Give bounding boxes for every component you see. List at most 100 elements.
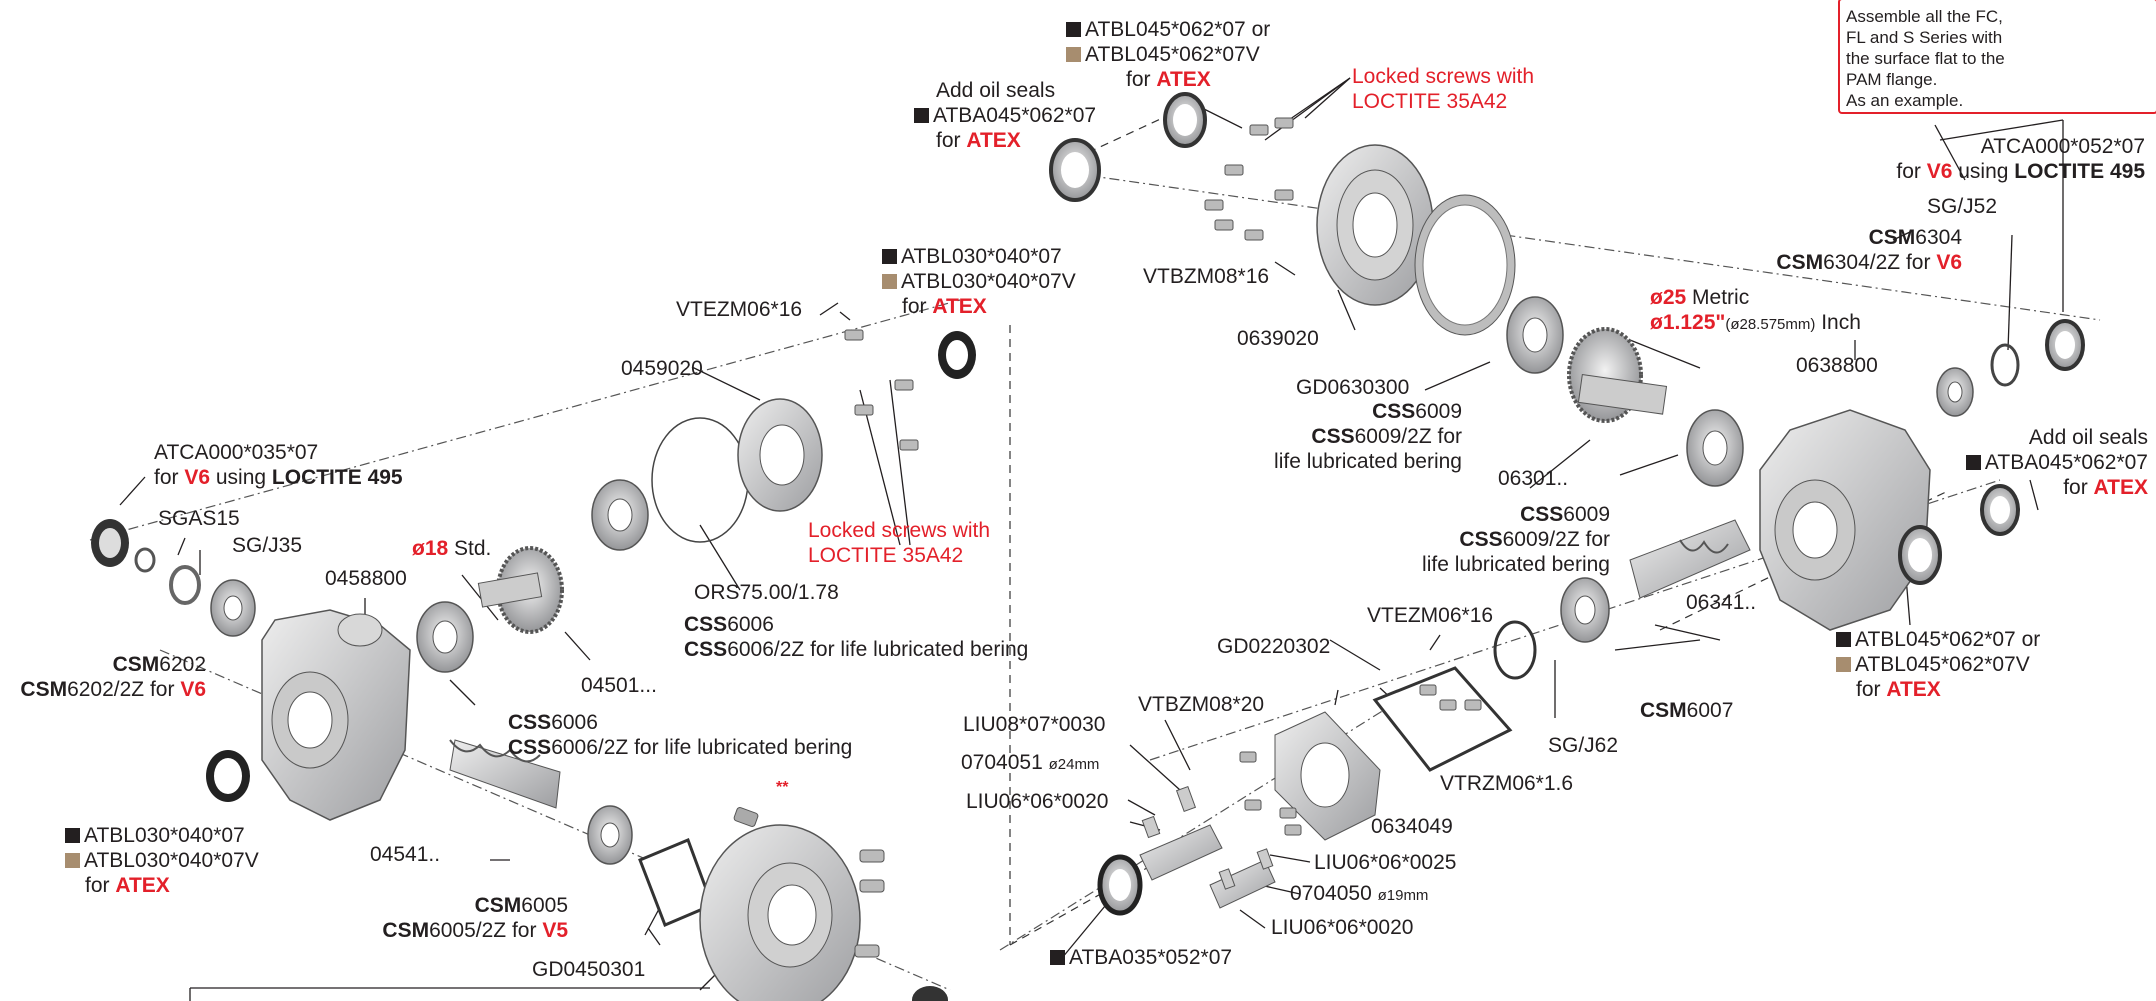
label-locked-screws-mid: Locked screws with LOCTITE 35A42 [808,519,991,567]
label-atbl045-top: ATBL045*062*07 or ATBL045*062*07V for AT… [1066,17,1270,92]
atex-square-icon [65,853,80,868]
label-part-06341: 06341.. [1686,591,1757,614]
label-liu06-a: LIU06*06*0020 [966,790,1109,813]
label-oil-seal-left: Add oil seals ATBA045*062*07 for ATEX [914,78,1096,153]
oil-seal-right-low [1898,525,1942,585]
oil-seal-top-left [938,331,976,379]
label-part-0638800: 0638800 [1796,354,1878,377]
bearing-csm6304 [1936,367,1974,417]
flange-0634049 [1274,711,1381,841]
label-locked-screws-top: Locked screws with LOCTITE 35A42 [1352,65,1535,113]
oring-ors75 [651,417,749,543]
label-liu06-b: LIU06*06*0025 [1314,851,1457,874]
label-sgj35: SG/J35 [232,534,303,557]
label-atbl030-bottom: ATBL030*040*07 ATBL030*040*07V for ATEX [65,823,259,898]
standard-square-icon [65,828,80,843]
label-css6006-a: CSS6006 CSS6006/2Z for life lubricated b… [684,613,1029,661]
standard-square-icon [914,108,929,123]
label-gd0630300: GD0630300 [1296,376,1410,399]
label-ors75: ORS75.00/1.78 [694,581,839,604]
gearbox-housing-left [261,609,411,821]
label-vtbzm08-16: VTBZM08*16 [1143,265,1270,288]
label-part-06301: 06301.. [1498,467,1569,490]
bearing-css6009-a [1506,296,1564,374]
label-atbl030-top: ATBL030*040*07 ATBL030*040*07V for ATEX [882,244,1076,319]
input-shaft-0704051 [1139,785,1223,881]
note-line: PAM flange. [1846,70,1938,89]
label-part-0459020: 0459020 [621,357,703,380]
note-line: FL and S Series with [1846,28,2003,47]
label-atca052: ATCA000*052*07 for V6 using LOCTITE 495 [1896,135,2145,183]
oil-seal-right-top [2045,319,2085,371]
standard-square-icon [1965,455,1981,470]
gasket-gd0630300 [1414,194,1516,336]
label-gd0220302: GD0220302 [1217,635,1331,658]
label-part-0639020: 0639020 [1237,327,1319,350]
flange-screws [854,849,948,1001]
label-stars: ** [776,779,789,796]
label-oil-seal-right: Add oil seals ATBA045*062*07 for ATEX [1930,425,2148,500]
note-line: Assemble all the FC, [1846,7,2003,26]
bearing-csm6007 [1560,577,1610,643]
worm-shaft-right [1629,519,1751,599]
label-liu06-c: LIU06*06*0020 [1271,916,1414,939]
flange-left [699,824,861,1001]
left-seal-ring [91,519,129,567]
label-css6009-a: CSS6009 CSS6009/2Z for life lubricated b… [1274,400,1462,473]
bearing-css6006-a [591,479,649,551]
label-vtrzm06: VTRZM06*1.6 [1440,772,1574,795]
label-sgj52: SG/J52 [1927,195,1998,218]
small-screws-bottom [1239,684,1482,836]
label-part-0704051: 0704051 ø24mm [961,751,1100,774]
circlip-sgj52 [1990,343,2020,387]
standard-square-icon [1066,22,1081,37]
bearing-csm6202 [210,579,256,637]
label-vtbzm08-20: VTBZM08*20 [1138,693,1265,716]
label-atba035: ATBA035*052*07 [1050,945,1232,970]
worm-shaft-left [449,739,561,809]
bearing-csm6005 [587,805,633,865]
label-vtezm06-right: VTEZM06*16 [1367,604,1494,627]
left-circlip-small [134,547,156,573]
label-diameter-18: ø18 Std. [412,537,492,560]
label-csm6304: CSM6304 CSM6304/2Z for V6 [1776,226,1962,274]
bearing-css6006-b [416,601,474,673]
cover-screws-left [844,329,919,451]
label-sgas15: SGAS15 [158,507,240,530]
label-liu08: LIU08*07*0030 [963,713,1106,736]
label-sgj62: SG/J62 [1548,734,1619,757]
oil-seal-right-mid [1980,484,2020,536]
label-css6009-b: CSS6009 CSS6009/2Z for life lubricated b… [1422,503,1610,576]
oil-seal-atba035 [1097,854,1143,916]
bearing-css6009-b [1686,409,1744,487]
note-line: the surface flat to the [1846,49,2005,68]
standard-square-icon [1836,632,1851,647]
left-circlip [169,565,201,605]
label-csm6007: CSM6007 [1640,699,1734,722]
label-part-0704050: 0704050 ø19mm [1290,882,1429,905]
input-shaft-0704050 [1209,848,1276,909]
label-diameter-25: ø25 Metric ø1.125"(ø28.575mm) Inch [1650,286,1861,334]
note-text: Assemble all the FC, FL and S Series wit… [1846,6,2005,111]
atex-square-icon [882,274,897,289]
label-part-0458800: 0458800 [325,567,407,590]
label-atbl045-bottom: ATBL045*062*07 or ATBL045*062*07V for AT… [1836,627,2040,702]
label-csm6005: CSM6005 CSM6005/2Z for V5 [382,894,568,942]
circlip-sgj62 [1493,620,1537,680]
gear-shaft-06301 [1567,327,1668,423]
atex-square-icon [1066,47,1081,62]
label-csm6202: CSM6202 CSM6202/2Z for V6 [20,653,206,701]
top-screws [1204,117,1294,241]
label-vtezm06-left: VTEZM06*16 [676,298,803,321]
gear-wheel-left [477,546,564,634]
left-oil-seal-black [206,750,250,802]
label-atca035: ATCA000*035*07 for V6 using LOCTITE 495 [154,441,403,489]
label-part-04501: 04501... [581,674,657,697]
oil-seal-top-a [1049,138,1101,202]
label-part-04541: 04541.. [370,843,441,866]
label-css6006-b: CSS6006 CSS6006/2Z for life lubricated b… [508,711,853,759]
flange-0639020 [1316,144,1434,306]
standard-square-icon [1050,950,1065,965]
oil-seal-top-b [1163,92,1207,148]
atex-square-icon [1836,657,1851,672]
